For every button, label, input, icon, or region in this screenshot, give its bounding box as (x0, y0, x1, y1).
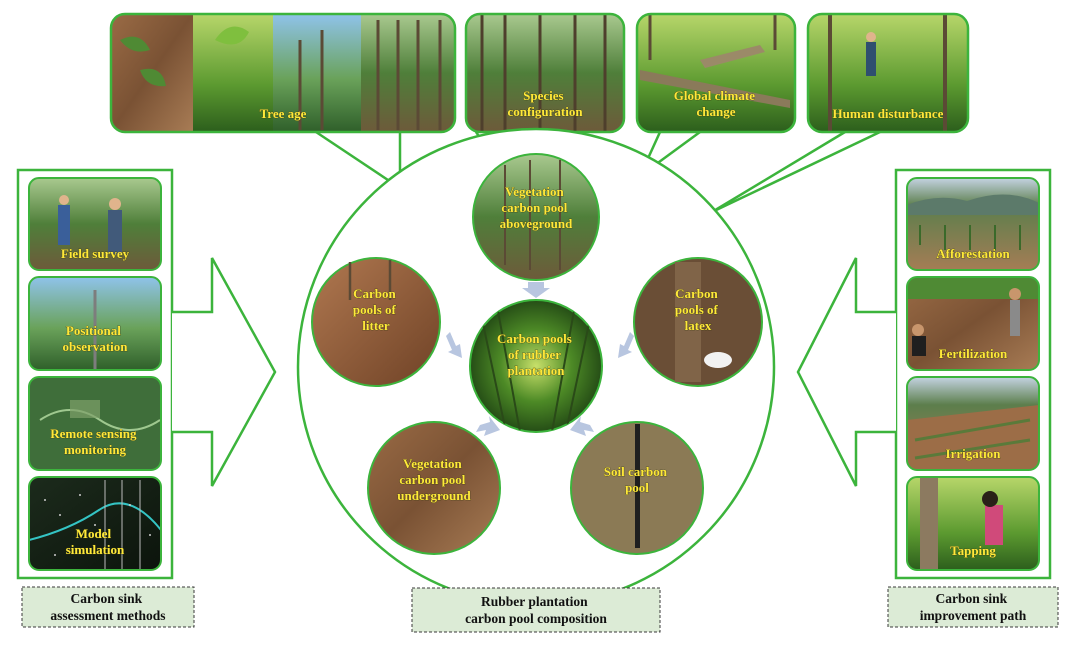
svg-text:Carbon pools of la: Carbon pools of latex (675, 286, 721, 333)
svg-text:Carbon pools of li: Carbon pools of litter (353, 286, 399, 333)
svg-text:Carbon sink assessment m: Carbon sink assessment methods (50, 591, 165, 623)
arrow-left-to-center (172, 257, 277, 487)
svg-text:Irrigation: Irrigation (946, 446, 1002, 461)
method-remote-sensing-monitoring: Remote sensing monitoring (28, 376, 162, 471)
svg-text:Soil carbon pool: Soil carbon pool (604, 464, 670, 495)
pool-litter: Carbon pools of litter (311, 257, 441, 387)
pool-vegetation-aboveground: Vegetation carbon pool aboveground (472, 153, 600, 281)
caption-center: Rubber plantation carbon pool compositio… (411, 587, 661, 633)
assessment-methods-panel: Field survey Positional observation Remo… (16, 168, 174, 580)
method-field-survey: Field survey (28, 177, 162, 271)
caption-left: Carbon sink assessment methods (21, 586, 195, 628)
factor-species-configuration: Species configuration (464, 12, 626, 134)
svg-text:Fertilization: Fertilization (939, 346, 1008, 361)
svg-text:Afforestation: Afforestation (936, 246, 1010, 261)
method-model-simulation: Model simulation (28, 476, 162, 571)
svg-text:Model simulation: Model simulation (66, 526, 125, 557)
factor-global-climate-change: Global climate change (635, 12, 797, 134)
pool-soil: Soil carbon pool (570, 421, 704, 555)
arrow-right-to-center (796, 257, 896, 487)
factor-tree-age: Tree age (109, 12, 457, 134)
factor-label-species-configuration: Species configuration (507, 88, 583, 119)
svg-text:Rubber plantation carbon: Rubber plantation carbon pool compositio… (465, 594, 607, 626)
pool-latex: Carbon pools of latex (633, 257, 763, 387)
svg-text:Field survey: Field survey (61, 246, 130, 261)
svg-text:Carbon sink improvement: Carbon sink improvement path (920, 591, 1027, 623)
path-fertilization: Fertilization (906, 276, 1040, 371)
svg-text:Vegetation carbon pool: Vegetation carbon pool aboveground (500, 184, 573, 231)
method-positional-observation: Positional observation (28, 276, 162, 371)
svg-text:Tapping: Tapping (950, 543, 996, 558)
inward-arrows (446, 282, 634, 436)
svg-text:Vegetation carbon pool: Vegetation carbon pool underground (397, 456, 471, 503)
caption-right: Carbon sink improvement path (887, 586, 1059, 628)
pool-rubber-plantation-center: Carbon pools of rubber plantation (469, 299, 603, 433)
svg-text:Positional observation: Positional observation (63, 323, 129, 354)
svg-text:Carbon pools of rubber: Carbon pools of rubber plantation (497, 331, 575, 378)
svg-text:Remote sensing monitor: Remote sensing monitoring (50, 426, 140, 457)
path-afforestation: Afforestation (906, 177, 1040, 271)
factor-label-human-disturbance: Human disturbance (833, 106, 944, 121)
factor-label-global-climate-change: Global climate change (674, 88, 759, 119)
path-irrigation: Irrigation (906, 376, 1040, 471)
factor-photos: Tree age Species configuration (109, 12, 970, 214)
pool-vegetation-underground: Vegetation carbon pool underground (367, 421, 501, 555)
factor-label-tree-age: Tree age (260, 106, 307, 121)
improvement-path-panel: Afforestation Fertilization Irrigation (894, 168, 1052, 580)
path-tapping: Tapping (906, 476, 1040, 571)
factor-human-disturbance: Human disturbance (806, 12, 970, 134)
